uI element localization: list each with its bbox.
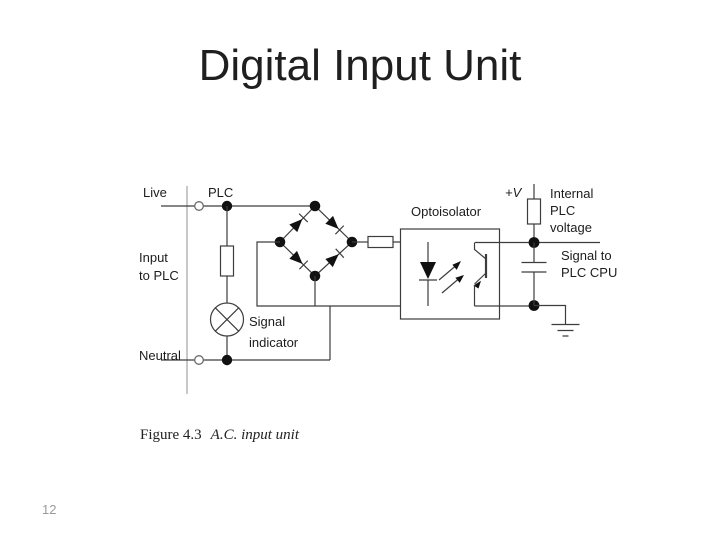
plc-label: PLC xyxy=(208,185,234,200)
signal-indicator-label: Signal indicator xyxy=(249,314,299,350)
figure-title: A.C. input unit xyxy=(210,427,300,443)
page-number: 12 xyxy=(42,502,57,517)
optoisolator-label: Optoisolator xyxy=(411,204,482,219)
neutral-rail xyxy=(161,306,331,366)
capacitor-icon xyxy=(521,242,547,306)
plus-v-label: +V xyxy=(505,185,522,200)
bridge-diode-icon xyxy=(289,250,309,270)
dc-return-wire xyxy=(256,241,428,307)
internal-plc-voltage-label: Internal PLC voltage xyxy=(550,186,594,235)
input-to-plc-label: Input to PLC xyxy=(139,250,179,283)
figure-number: Figure 4.3 xyxy=(140,427,202,443)
led-icon xyxy=(419,242,437,306)
neutral-label: Neutral xyxy=(139,348,181,363)
bridge-rectifier xyxy=(274,200,358,306)
light-arrows-icon xyxy=(438,261,464,294)
signal-lamp-icon xyxy=(209,302,245,360)
live-terminal-icon xyxy=(194,201,204,211)
neutral-terminal-icon xyxy=(194,355,204,365)
live-label: Live xyxy=(143,185,167,200)
bridge-diode-icon xyxy=(325,215,345,235)
bridge-diode-icon xyxy=(325,248,345,268)
live-rail xyxy=(161,200,315,212)
slide-title: Digital Input Unit xyxy=(198,41,522,90)
neutral-junction-dot xyxy=(221,354,233,366)
figure-caption: Figure 4.3 A.C. input unit xyxy=(140,427,299,444)
signal-to-plc-cpu-label: Signal to PLC CPU xyxy=(561,248,618,280)
bridge-diode-icon xyxy=(289,213,309,233)
pullup-resistor xyxy=(526,184,542,243)
phototransistor-icon xyxy=(473,243,488,306)
ground-icon xyxy=(534,304,580,337)
optoisolator-box xyxy=(399,228,501,320)
input-resistor xyxy=(219,206,235,303)
